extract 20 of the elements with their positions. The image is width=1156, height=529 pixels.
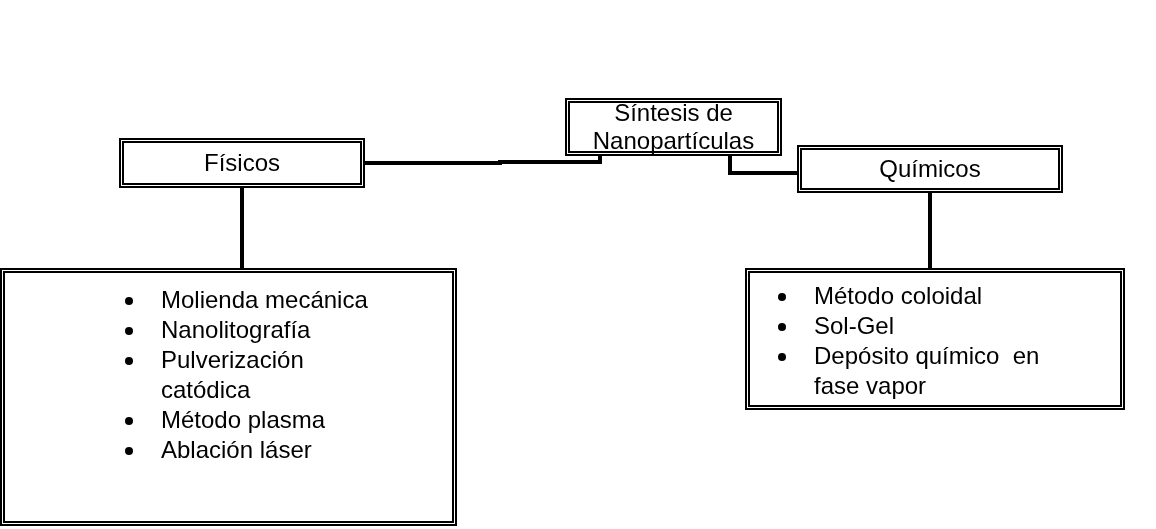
connector-line: [928, 193, 932, 268]
category-box: [119, 138, 365, 188]
list-item: Sol-Gel: [776, 311, 1090, 341]
list-item: Nanolitografía: [123, 315, 372, 345]
list-box: [0, 268, 457, 526]
connector-line: [240, 188, 244, 268]
list-item: Método coloidal: [776, 281, 1090, 311]
list-item: Método plasma: [123, 405, 372, 435]
connector-line: [728, 156, 797, 175]
list-box: [745, 268, 1125, 410]
list-item: Pulverización catódica: [123, 345, 372, 405]
category-box: [565, 98, 782, 156]
list-item: Ablación láser: [123, 435, 372, 465]
box-title: Síntesis de Nanopartículas: [591, 99, 756, 155]
box-title: Químicos: [878, 155, 982, 183]
category-box: [797, 145, 1063, 193]
list-item: Molienda mecánica: [123, 285, 372, 315]
box-title: Físicos: [203, 149, 281, 177]
list-item: Depósito químico en fase vapor: [776, 341, 1090, 401]
connector-line: [365, 156, 602, 165]
